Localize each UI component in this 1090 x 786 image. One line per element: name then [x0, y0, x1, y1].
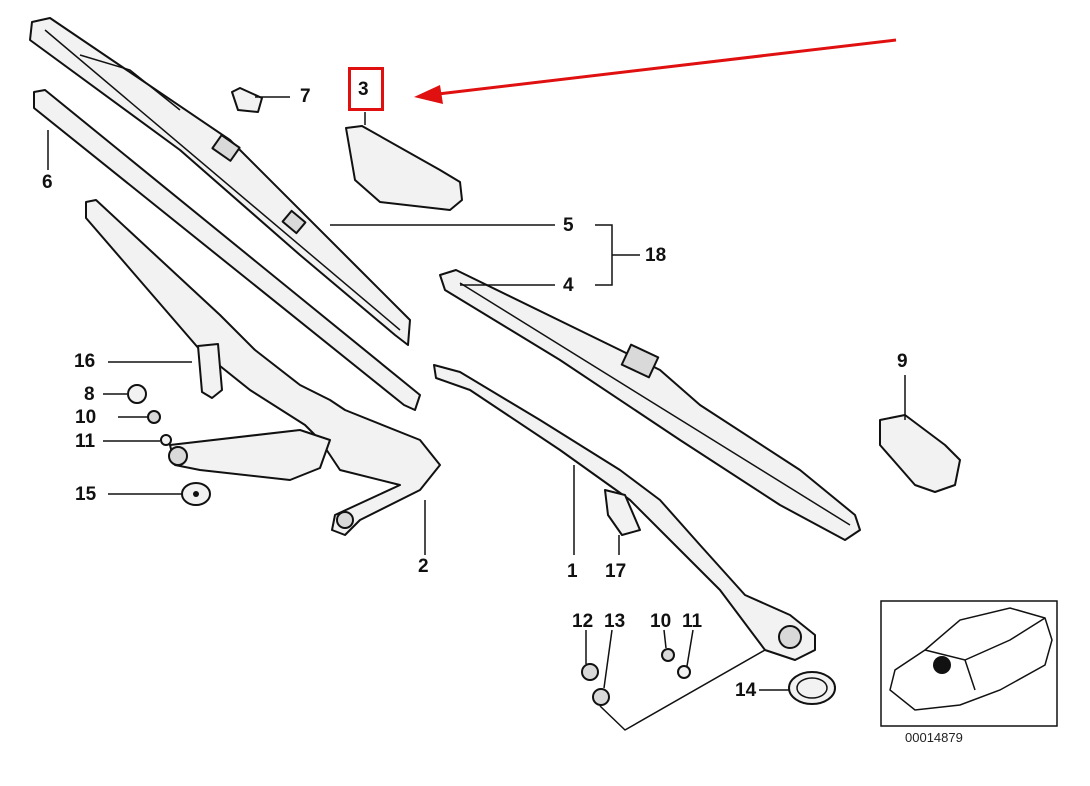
callout-8: 8: [84, 384, 95, 405]
callout-10-left: 10: [75, 407, 97, 428]
callout-15: 15: [75, 484, 97, 505]
wiper-blade-right: [439, 269, 861, 541]
callout-2: 2: [418, 556, 429, 577]
clip-16: [197, 343, 223, 399]
callout-4: 4: [563, 275, 574, 296]
callout-18: 18: [645, 245, 667, 266]
seal-14: [788, 671, 836, 705]
callout-10-right: 10: [650, 611, 672, 632]
cap-9: [879, 414, 961, 493]
washer-11-left: [160, 434, 172, 446]
diagram-part-number: 00014879: [905, 730, 963, 745]
leader-lines: [47, 96, 906, 731]
highlight-arrow: [414, 38, 897, 104]
cap-8: [127, 384, 147, 404]
wiper-arm-right: [433, 364, 816, 661]
nut-12: [581, 663, 599, 681]
washer-11-right: [677, 665, 691, 679]
callout-7: 7: [300, 86, 311, 107]
callout-3: 3: [358, 79, 369, 100]
callout-11-right: 11: [682, 611, 703, 632]
callout-12: 12: [572, 611, 594, 632]
clip-7: [231, 87, 263, 113]
callout-3-highlight: [348, 67, 384, 111]
nut-10-right: [661, 648, 675, 662]
wiper-arm-left: [85, 199, 441, 536]
wiper-refill-6: [33, 89, 421, 411]
callout-6: 6: [42, 172, 53, 193]
wiper-blade-left: [29, 17, 411, 346]
nut-10-left: [147, 410, 161, 424]
callout-14: 14: [735, 680, 757, 701]
cover-cap-3: [345, 125, 463, 211]
nut-13: [592, 688, 610, 706]
callout-16: 16: [74, 351, 96, 372]
callout-5: 5: [563, 215, 574, 236]
callout-1: 1: [567, 561, 578, 582]
callout-11-left: 11: [75, 431, 96, 452]
callout-17: 17: [605, 561, 627, 582]
callout-9: 9: [897, 351, 908, 372]
clip-17: [604, 489, 641, 536]
callout-13: 13: [604, 611, 626, 632]
vehicle-location-inset: [880, 600, 1058, 727]
